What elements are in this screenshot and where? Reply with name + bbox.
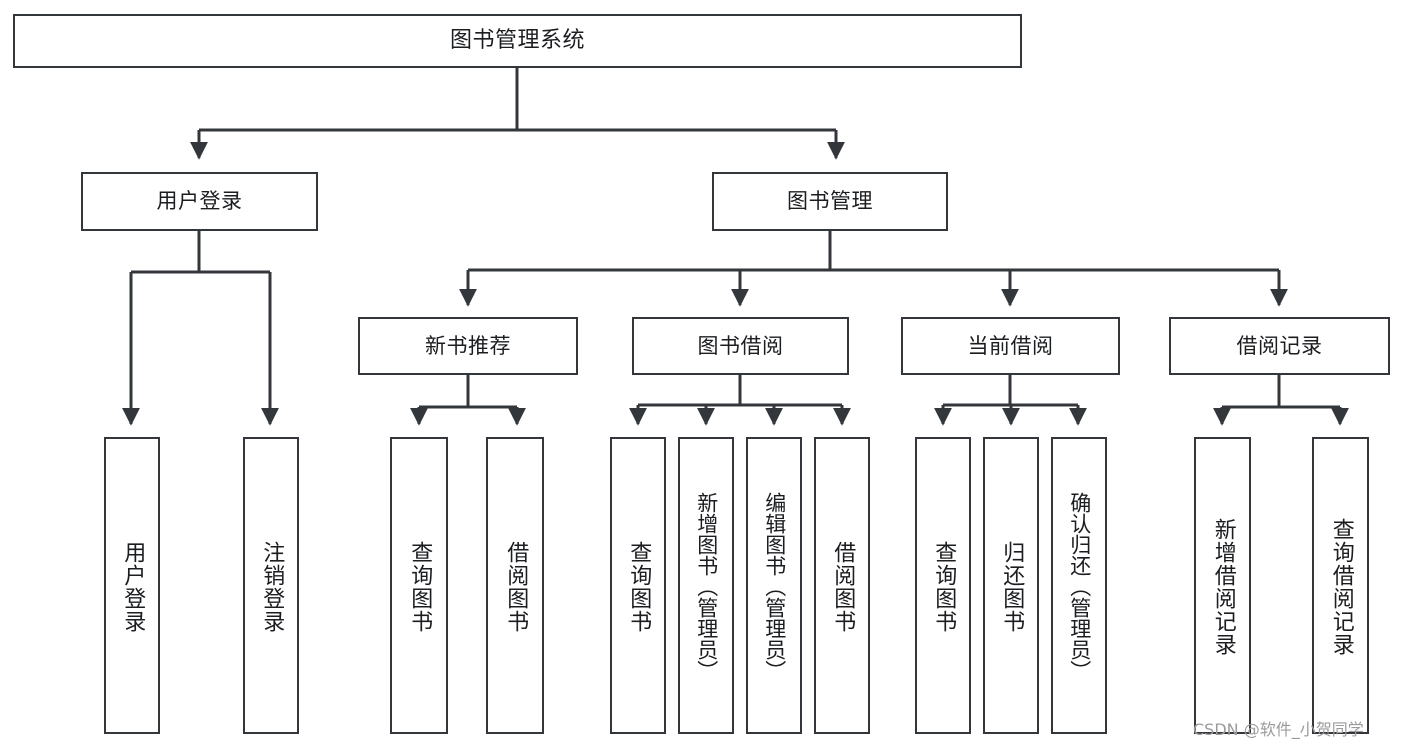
- node-current-borrow[interactable]: 当前借阅: [901, 317, 1120, 375]
- node-borrow-record-label: 借阅记录: [1236, 333, 1323, 358]
- node-borrow-record[interactable]: 借阅记录: [1169, 317, 1390, 375]
- node-root-system-label: 图书管理系统: [449, 28, 585, 54]
- leaf-borrow-query-book[interactable]: 查询图书: [610, 437, 666, 734]
- node-book-borrow-label: 图书借阅: [697, 333, 784, 358]
- leaf-current-return-book-label: 归还图书: [999, 540, 1025, 633]
- leaf-current-confirm-return-admin-label: 确认归还（管理员）: [1067, 492, 1092, 681]
- node-book-borrow[interactable]: 图书借阅: [632, 317, 849, 375]
- leaf-recommend-query-book-label: 查询图书: [407, 540, 433, 633]
- leaf-user-login-login-label: 用户登录: [120, 540, 146, 633]
- leaf-record-add-record-label: 新增借阅记录: [1210, 517, 1236, 656]
- leaf-borrow-edit-book-admin[interactable]: 编辑图书（管理员）: [746, 437, 802, 734]
- leaf-recommend-borrow-book[interactable]: 借阅图书: [486, 437, 544, 734]
- node-new-book-recommend[interactable]: 新书推荐: [358, 317, 578, 375]
- leaf-user-login-logout-label: 注销登录: [259, 540, 285, 633]
- leaf-borrow-add-book-admin-label: 新增图书（管理员）: [694, 492, 719, 681]
- leaf-record-add-record[interactable]: 新增借阅记录: [1194, 437, 1251, 734]
- node-book-management-label: 图书管理: [787, 189, 873, 214]
- node-user-login[interactable]: 用户登录: [81, 172, 318, 231]
- watermark-text: CSDN @软件_小贺同学: [1193, 720, 1364, 739]
- leaf-borrow-query-book-label: 查询图书: [626, 540, 652, 633]
- leaf-borrow-borrow-book-label: 借阅图书: [830, 540, 856, 633]
- node-root-system[interactable]: 图书管理系统: [13, 14, 1022, 68]
- node-book-management[interactable]: 图书管理: [712, 172, 948, 231]
- leaf-borrow-edit-book-admin-label: 编辑图书（管理员）: [762, 492, 787, 681]
- leaf-recommend-borrow-book-label: 借阅图书: [503, 540, 529, 633]
- leaf-current-return-book[interactable]: 归还图书: [983, 437, 1039, 734]
- leaf-user-login-logout[interactable]: 注销登录: [243, 437, 299, 734]
- leaf-current-confirm-return-admin[interactable]: 确认归还（管理员）: [1051, 437, 1107, 734]
- node-current-borrow-label: 当前借阅: [967, 333, 1054, 358]
- node-new-book-recommend-label: 新书推荐: [425, 333, 511, 358]
- leaf-recommend-query-book[interactable]: 查询图书: [390, 437, 448, 734]
- leaf-user-login-login[interactable]: 用户登录: [104, 437, 160, 734]
- node-user-login-label: 用户登录: [156, 189, 243, 214]
- leaf-current-query-book[interactable]: 查询图书: [915, 437, 971, 734]
- leaf-record-query-record-label: 查询借阅记录: [1328, 517, 1354, 656]
- leaf-record-query-record[interactable]: 查询借阅记录: [1312, 437, 1369, 734]
- leaf-borrow-borrow-book[interactable]: 借阅图书: [814, 437, 870, 734]
- leaf-current-query-book-label: 查询图书: [931, 540, 957, 633]
- leaf-borrow-add-book-admin[interactable]: 新增图书（管理员）: [678, 437, 734, 734]
